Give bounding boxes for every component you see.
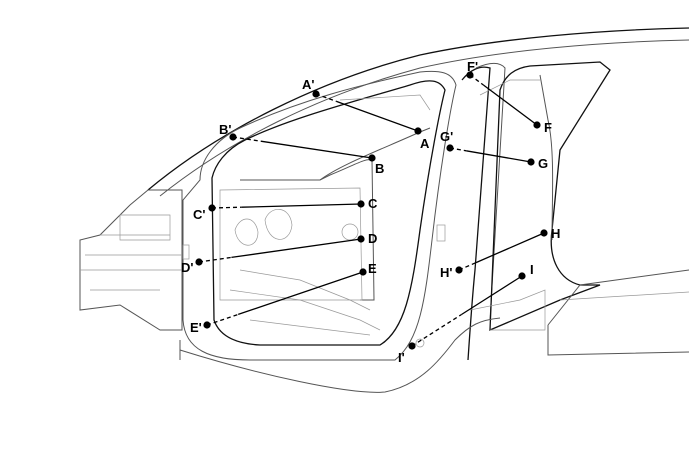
measurement-line-g — [466, 150, 532, 163]
measurement-line-d — [231, 238, 362, 259]
label-h: H — [551, 226, 560, 241]
point-e-prime — [203, 321, 211, 329]
point-i-prime — [408, 342, 416, 350]
dashed-segment-c — [211, 206, 242, 209]
label-d: D — [368, 231, 377, 246]
point-h — [540, 229, 548, 237]
measurement-points — [195, 71, 548, 350]
dashed-segment-e — [206, 313, 239, 326]
label-f: F — [544, 120, 552, 135]
label-c-prime: C' — [193, 207, 205, 222]
label-a-prime: A' — [302, 77, 314, 92]
dashed-segment-b — [232, 136, 261, 142]
point-h-prime — [455, 266, 463, 274]
measurement-line-b — [260, 140, 373, 159]
point-g — [527, 158, 535, 166]
dashed-segment-i — [411, 313, 462, 347]
label-g: G — [538, 156, 548, 171]
measurement-line-c — [241, 203, 362, 208]
measurement-labels: A' A B' B C' C D' D E' E F' F G' G H' H … — [181, 59, 560, 365]
label-c: C — [368, 196, 378, 211]
label-h-prime: H' — [440, 265, 452, 280]
label-b: B — [375, 161, 384, 176]
dashed-segment-d — [198, 256, 232, 263]
point-d — [357, 235, 365, 243]
point-i — [518, 272, 526, 280]
point-d-prime — [195, 258, 203, 266]
label-e-prime: E' — [190, 320, 202, 335]
measurement-line-f — [483, 84, 538, 126]
label-d-prime: D' — [181, 260, 193, 275]
car-body-outline — [79, 27, 689, 393]
measurement-line-e — [237, 271, 364, 316]
point-b-prime — [229, 133, 237, 141]
point-e — [359, 268, 367, 276]
point-a-prime — [312, 90, 320, 98]
point-b — [368, 154, 376, 162]
label-e: E — [368, 261, 377, 276]
point-g-prime — [446, 144, 454, 152]
point-f — [533, 121, 541, 129]
label-g-prime: G' — [440, 129, 453, 144]
dashed-segment-a — [315, 93, 337, 103]
label-i-prime: I' — [398, 350, 405, 365]
measurement-line-i — [461, 275, 523, 316]
measurement-line-h — [475, 232, 545, 264]
measurement-line-a — [336, 100, 419, 132]
label-f-prime: F' — [467, 59, 478, 74]
point-c-prime — [208, 204, 216, 212]
label-a: A — [420, 136, 430, 151]
point-c — [357, 200, 365, 208]
label-i: I — [530, 262, 534, 277]
label-b-prime: B' — [219, 122, 231, 137]
point-a — [414, 127, 422, 135]
point-f-prime — [466, 71, 474, 79]
